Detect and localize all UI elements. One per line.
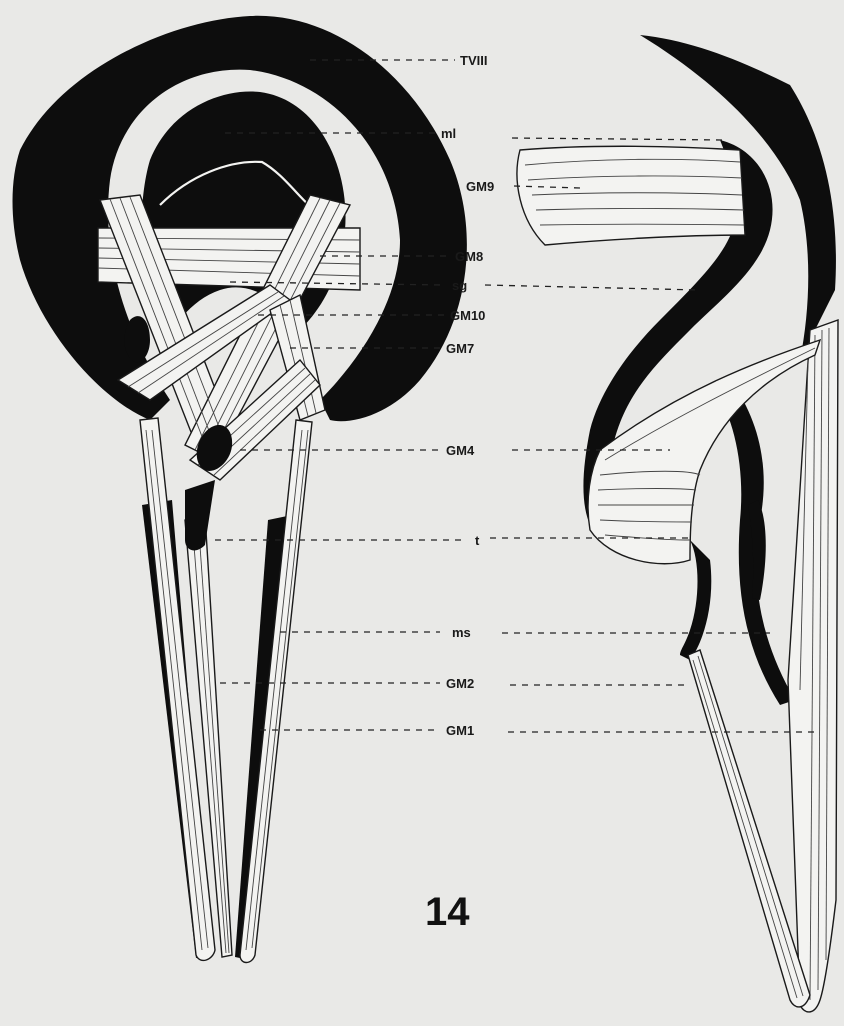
label-gm4: GM4 [446,443,475,458]
label-sg: sg [452,278,467,293]
label-tviii: TVIII [460,53,487,68]
figure-number: 14 [425,890,470,934]
left-view [13,16,467,963]
gm1-muscle-lateral [788,320,838,1012]
label-gm9: GM9 [466,179,494,194]
right-view [517,35,838,1012]
label-gm1: GM1 [446,723,474,738]
right-shaft-muscle [240,420,312,963]
label-gm7: GM7 [446,341,474,356]
label-ml: ml [441,126,456,141]
gm9-muscle [517,146,745,245]
label-ms: ms [452,625,471,640]
label-gm10: GM10 [450,308,485,323]
tooth-t-left [185,480,215,550]
label-t: t [475,533,480,548]
label-gm2: GM2 [446,676,474,691]
label-gm8: GM8 [455,249,483,264]
